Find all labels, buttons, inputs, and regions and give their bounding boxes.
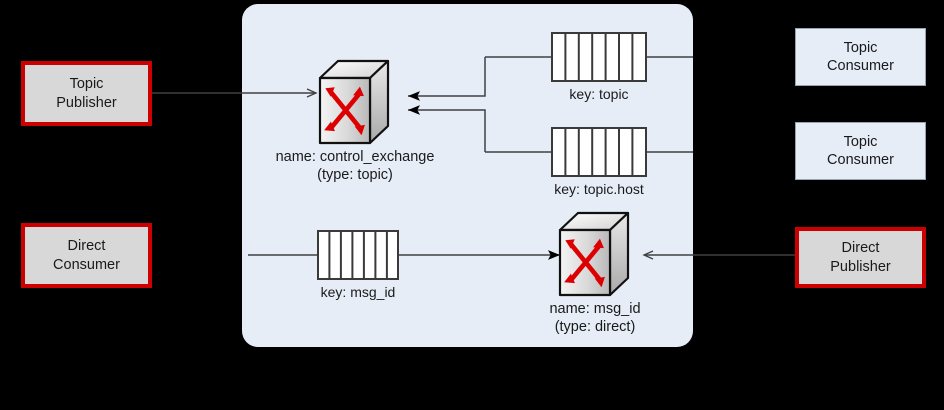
- queue-topic-icon[interactable]: [551, 32, 647, 82]
- control-exchange-name-label: name: control_exchange: [275, 149, 435, 165]
- topic-consumer-1-box[interactable]: Topic Consumer: [795, 28, 926, 86]
- control-exchange-type-label: (type: topic): [317, 167, 393, 183]
- msgid-exchange-icon[interactable]: [556, 210, 632, 300]
- msgid-exchange-name-label: name: msg_id: [549, 301, 641, 317]
- queue-msgid-label: key: msg_id: [320, 284, 396, 300]
- queue-topic-host-icon[interactable]: [551, 127, 647, 177]
- queue-topic-host-label: key: topic.host: [554, 181, 644, 197]
- direct-publisher-box[interactable]: Direct Publisher: [795, 227, 926, 288]
- topic-publisher-box[interactable]: Topic Publisher: [21, 61, 152, 126]
- control-exchange-icon[interactable]: [316, 58, 392, 148]
- queue-msgid-icon[interactable]: [317, 230, 399, 280]
- direct-consumer-box[interactable]: Direct Consumer: [21, 223, 152, 288]
- topic-consumer-2-box[interactable]: Topic Consumer: [795, 122, 926, 180]
- queue-topic-label: key: topic: [569, 86, 629, 102]
- msgid-exchange-type-label: (type: direct): [554, 319, 636, 335]
